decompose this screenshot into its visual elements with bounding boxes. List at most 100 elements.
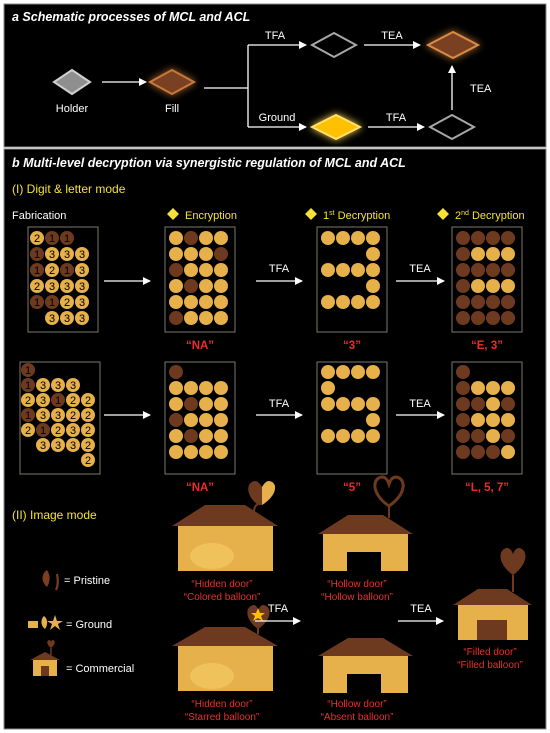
dot [486, 397, 500, 411]
r2-tea-label: TEA [409, 398, 431, 410]
mini-heart-icon [47, 640, 55, 648]
dot-digit: 2 [64, 297, 70, 309]
mode2-title: (II) Image mode [12, 508, 97, 522]
ground-rect-icon [28, 621, 38, 628]
r2-label-dec2: “L, 5, 7” [465, 482, 509, 494]
dot [456, 311, 470, 325]
dot-digit: 1 [49, 297, 55, 309]
dot [60, 231, 74, 245]
r2-tfa-label: TFA [269, 398, 290, 410]
dot-digit: 3 [64, 249, 70, 261]
cap-right-1: “Filled door” [463, 647, 516, 658]
dot [351, 397, 365, 411]
dot [36, 438, 50, 452]
dot [336, 263, 350, 277]
dot-digit: 3 [49, 313, 55, 325]
hollow-door [347, 674, 381, 693]
dot-digit: 2 [85, 395, 91, 407]
encryption-label: Encryption [185, 210, 237, 222]
dot [471, 445, 485, 459]
hidden-door-glow [190, 543, 234, 569]
dot [169, 381, 183, 395]
section-b-title: b Multi-level decryption via synergistic… [12, 156, 406, 170]
dot [30, 279, 44, 293]
hidden-door-glow [190, 663, 234, 689]
dot [471, 231, 485, 245]
ground-drop-icon [41, 616, 48, 629]
img-tea-label: TEA [410, 603, 432, 615]
r2-label-enc: “NA” [186, 482, 214, 494]
cap-bot-left-1: “Hidden door” [191, 699, 252, 710]
encryption-bullet-icon [167, 208, 179, 220]
legend-commercial: = Commercial [30, 640, 134, 676]
dot [60, 279, 74, 293]
dot [199, 445, 213, 459]
dot [486, 231, 500, 245]
dot [30, 263, 44, 277]
dot-digit: 3 [79, 313, 85, 325]
dot [351, 429, 365, 443]
dot [21, 378, 35, 392]
legend-ground-label: = Ground [66, 619, 112, 631]
dot [81, 423, 95, 437]
house-hidden-door-starred-balloon [172, 605, 278, 691]
dot-digit: 3 [40, 380, 46, 392]
dot-digit: 3 [64, 313, 70, 325]
dot [169, 263, 183, 277]
decryption2-label: 2nd Decryption [455, 210, 525, 222]
dot [169, 247, 183, 261]
ground-diamond [309, 113, 363, 141]
dot [45, 311, 59, 325]
tea-right-label: TEA [470, 83, 492, 95]
cap-top-left-1: “Hidden door” [191, 579, 252, 590]
dot-digit: 3 [40, 395, 46, 407]
dot [199, 413, 213, 427]
dot-digit: 2 [85, 440, 91, 452]
roof [318, 638, 413, 656]
dot [51, 438, 65, 452]
dot [45, 247, 59, 261]
dot [471, 381, 485, 395]
dot [184, 445, 198, 459]
cap-top-mid-2: “Hollow balloon” [321, 592, 393, 603]
dot-digit: 2 [70, 410, 76, 422]
dot [486, 263, 500, 277]
star-icon [47, 615, 63, 630]
dot [66, 438, 80, 452]
dot [81, 453, 95, 467]
dot [60, 311, 74, 325]
dot [501, 263, 515, 277]
dot [169, 295, 183, 309]
dot [456, 381, 470, 395]
hollow-balloon [373, 475, 405, 508]
dot [169, 231, 183, 245]
decryption1-bullet-icon [305, 208, 317, 220]
dot [471, 295, 485, 309]
dot-digit: 1 [25, 380, 31, 392]
dot [214, 381, 228, 395]
star-icon [251, 608, 265, 621]
dot [501, 397, 515, 411]
dot [60, 247, 74, 261]
dot-digit: 1 [40, 425, 46, 437]
dot-digit: 3 [64, 281, 70, 293]
holder-diamond [52, 68, 92, 96]
legend-commercial-label: = Commercial [66, 663, 134, 675]
final-diamond [425, 30, 481, 60]
dot [66, 423, 80, 437]
dot-digit: 3 [40, 440, 46, 452]
dot [51, 378, 65, 392]
dot [366, 429, 380, 443]
dot-digit: 3 [55, 410, 61, 422]
dot [351, 365, 365, 379]
dot [366, 247, 380, 261]
dot [169, 397, 183, 411]
dec1-grid-1-circles [321, 231, 380, 309]
dot [486, 429, 500, 443]
dot-digit: 3 [79, 297, 85, 309]
dot-digit: 2 [34, 233, 40, 245]
section-a-title: a Schematic processes of MCL and ACL [12, 10, 250, 24]
dot [321, 231, 335, 245]
